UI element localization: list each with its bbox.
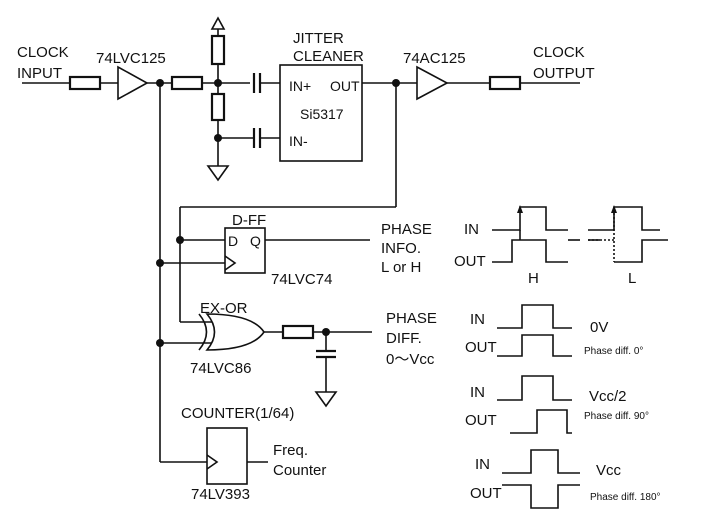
- dff-wave-in: IN: [464, 221, 479, 238]
- clock-output-label: OUTPUT: [533, 65, 595, 82]
- pin-in-plus: IN+: [289, 78, 311, 94]
- series-resistor: [170, 75, 204, 91]
- coupling-cap-bottom: [218, 128, 280, 148]
- xor-timing-90: [497, 375, 572, 434]
- input-wire: [22, 75, 118, 91]
- xor-level: 0V: [590, 319, 608, 336]
- phase-diff-label: DIFF.: [386, 330, 422, 347]
- counter-title: COUNTER(1/64): [181, 405, 294, 422]
- phase-diff-label: PHASE: [386, 310, 437, 327]
- pin-out: OUT: [330, 78, 360, 94]
- dff-wave-h: H: [528, 270, 539, 287]
- dff-timing-h: [492, 205, 580, 263]
- xor-title: EX-OR: [200, 300, 248, 317]
- clock-marker: [206, 454, 219, 470]
- jitter-cleaner-block: [279, 64, 363, 162]
- xor-wave-out: OUT: [465, 339, 497, 356]
- junction-dot: [176, 236, 184, 244]
- xor-gate: [205, 313, 265, 351]
- xor-wave-in: IN: [475, 456, 490, 473]
- xor-level: Vcc/2: [589, 388, 627, 405]
- buffer-74lvc125: [117, 65, 149, 101]
- xor-wave-in: IN: [470, 311, 485, 328]
- phase-info-label: INFO.: [381, 240, 421, 257]
- dff-timing-l: [588, 205, 668, 263]
- xor-part: 74LVC86: [190, 360, 251, 377]
- counter-part: 74LV393: [191, 486, 250, 503]
- buffer1-label: 74LVC125: [96, 50, 166, 67]
- counter-block: [206, 427, 248, 485]
- dff-d-pin: D: [228, 233, 238, 249]
- junction-dot: [156, 339, 164, 347]
- xor-note: Phase diff. 180°: [590, 492, 661, 503]
- junction-dot: [156, 259, 164, 267]
- buffer-74ac125: [416, 65, 449, 101]
- freq-counter-label: Counter: [273, 462, 326, 479]
- phase-info-label: L or H: [381, 259, 421, 276]
- filter-capacitor: [314, 332, 338, 408]
- phase-info-label: PHASE: [381, 221, 432, 238]
- jitter-title: CLEANER: [293, 48, 364, 65]
- xor-timing-180: [502, 449, 580, 509]
- xor-wave-in: IN: [470, 384, 485, 401]
- dff-wave-l: L: [628, 270, 636, 287]
- xor-note: Phase diff. 0°: [584, 346, 643, 357]
- freq-counter-label: Freq.: [273, 442, 308, 459]
- buffer2-label: 74AC125: [403, 50, 466, 67]
- xor-wave-out: OUT: [470, 485, 502, 502]
- pin-in-minus: IN-: [289, 133, 308, 149]
- pullup-resistor: [210, 16, 226, 83]
- clock-input-label: CLOCK: [17, 44, 69, 61]
- xor-gate-back-curve: [198, 313, 208, 351]
- dff-wave-out: OUT: [454, 253, 486, 270]
- pulldown-resistor: [206, 83, 230, 182]
- dff-q-pin: Q: [250, 233, 261, 249]
- xor-wave-out: OUT: [465, 412, 497, 429]
- coupling-cap-top: [252, 73, 280, 93]
- xor-level: Vcc: [596, 462, 622, 479]
- clock-output-label: CLOCK: [533, 44, 585, 61]
- xor-timing-0: [497, 304, 572, 357]
- dff-title: D-FF: [232, 212, 266, 229]
- phase-diff-label: 0〜Vcc: [386, 351, 435, 368]
- output-resistor: [488, 75, 522, 91]
- xor-note: Phase diff. 90°: [584, 411, 649, 422]
- filter-resistor: [281, 324, 315, 340]
- dff-part: 74LVC74: [271, 271, 332, 288]
- clock-input-label: INPUT: [17, 65, 62, 82]
- jitter-title: JITTER: [293, 30, 344, 47]
- junction-dot: [214, 79, 222, 87]
- junction-dot: [214, 134, 222, 142]
- chip-label: Si5317: [300, 106, 344, 122]
- clock-marker: [224, 255, 237, 271]
